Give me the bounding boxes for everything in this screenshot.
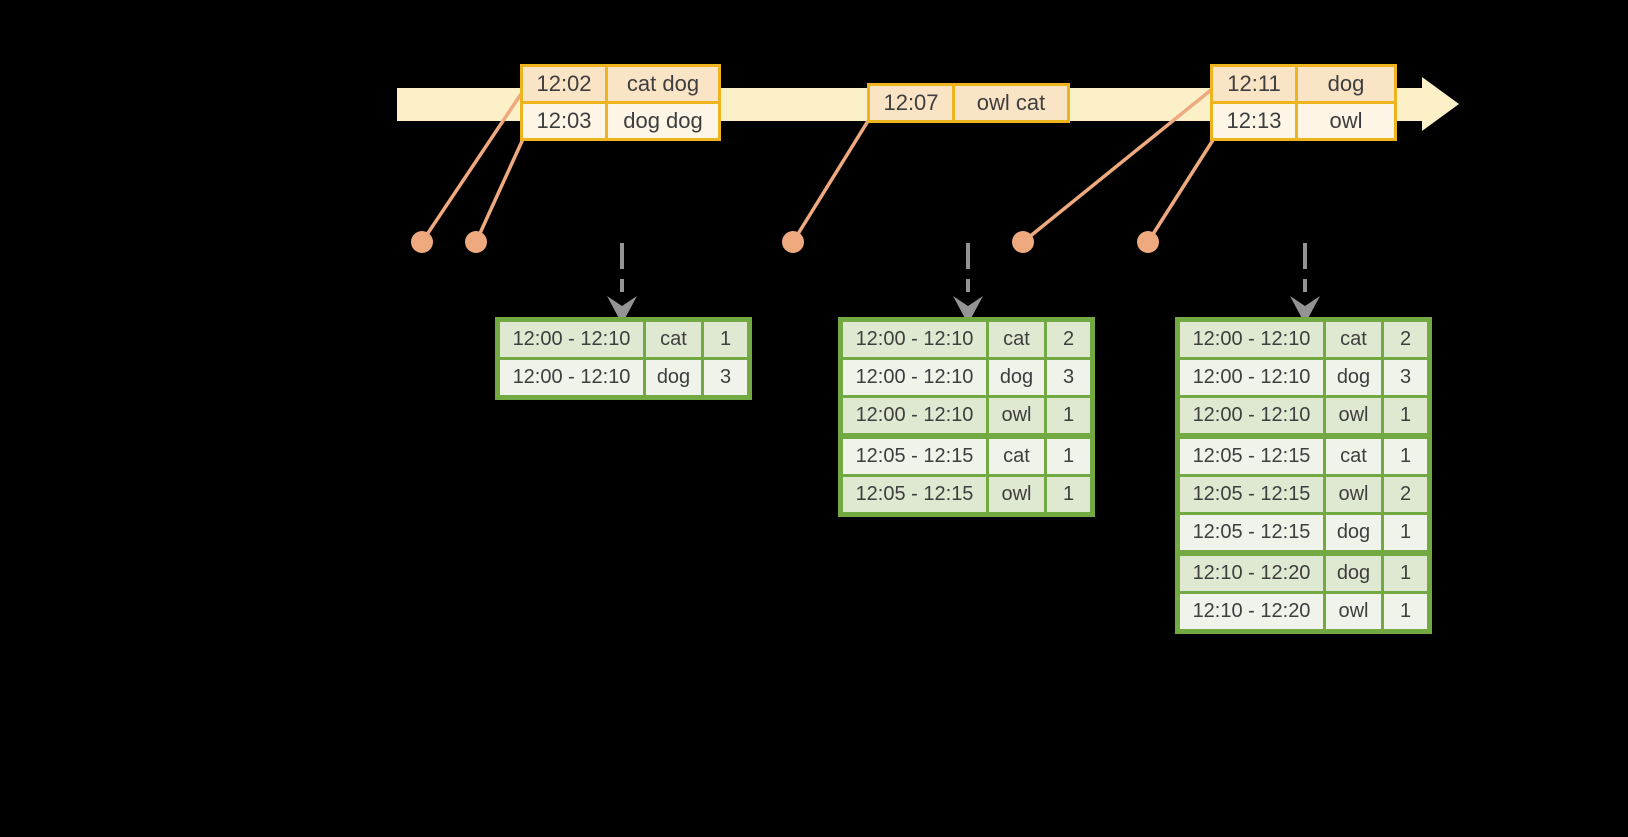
count-cell: 3 <box>1047 360 1090 395</box>
window-cell: 12:00 - 12:10 <box>500 360 643 395</box>
table-row: 12:00 - 12:10 cat 1 <box>500 322 747 357</box>
event-words: dog dog <box>608 104 718 138</box>
count-cell: 1 <box>1047 477 1090 512</box>
table-row: 12:05 - 12:15 cat 1 <box>1180 439 1427 474</box>
event-connector-line <box>474 138 525 243</box>
event-time: 12:02 <box>523 67 605 101</box>
window-cell: 12:05 - 12:15 <box>1180 515 1323 550</box>
window-cell: 12:00 - 12:10 <box>1180 322 1323 357</box>
event-table-1: 12:02 cat dog 12:03 dog dog <box>520 64 721 141</box>
event-time: 12:07 <box>870 86 952 120</box>
trigger-arrows <box>607 243 1320 324</box>
table-row: 12:00 - 12:10 dog 3 <box>500 360 747 395</box>
word-cell: dog <box>1326 360 1381 395</box>
window-cell: 12:00 - 12:10 <box>1180 360 1323 395</box>
table-row: 12:00 - 12:10 dog 3 <box>843 360 1090 395</box>
table-row: 12:00 - 12:10 dog 3 <box>1180 360 1427 395</box>
event-row: 12:02 cat dog <box>523 67 718 101</box>
table-row: 12:00 - 12:10 cat 2 <box>1180 322 1427 357</box>
event-row: 12:07 owl cat <box>870 86 1067 120</box>
word-cell: owl <box>989 398 1044 433</box>
word-cell: dog <box>646 360 701 395</box>
count-cell: 1 <box>1047 439 1090 474</box>
window-cell: 12:00 - 12:10 <box>843 398 986 433</box>
count-cell: 1 <box>1384 556 1427 591</box>
table-row: 12:05 - 12:15 owl 1 <box>843 477 1090 512</box>
table-row: 12:05 - 12:15 dog 1 <box>1180 515 1427 550</box>
table-row: 12:00 - 12:10 owl 1 <box>843 398 1090 433</box>
event-time: 12:11 <box>1213 67 1295 101</box>
word-cell: cat <box>989 439 1044 474</box>
table-row: 12:05 - 12:15 cat 1 <box>843 439 1090 474</box>
window-cell: 12:05 - 12:15 <box>1180 477 1323 512</box>
count-cell: 3 <box>704 360 747 395</box>
count-cell: 1 <box>1384 439 1427 474</box>
event-dot <box>465 231 487 253</box>
word-cell: dog <box>1326 515 1381 550</box>
count-cell: 3 <box>1384 360 1427 395</box>
count-cell: 2 <box>1047 322 1090 357</box>
window-cell: 12:00 - 12:10 <box>843 322 986 357</box>
count-cell: 1 <box>1384 515 1427 550</box>
event-words: dog <box>1298 67 1394 101</box>
word-cell: owl <box>989 477 1044 512</box>
event-connector-line <box>1146 139 1215 243</box>
event-table-3: 12:11 dog 12:13 owl <box>1210 64 1397 141</box>
event-marker-dots <box>411 231 1159 253</box>
table-row: 12:10 - 12:20 dog 1 <box>1180 556 1427 591</box>
word-cell: cat <box>646 322 701 357</box>
window-cell: 12:05 - 12:15 <box>1180 439 1323 474</box>
window-cell: 12:00 - 12:10 <box>1180 398 1323 433</box>
event-words: owl <box>1298 104 1394 138</box>
word-cell: owl <box>1326 594 1381 629</box>
event-row: 12:13 owl <box>1213 104 1394 138</box>
event-row: 12:03 dog dog <box>523 104 718 138</box>
word-cell: dog <box>989 360 1044 395</box>
timeline-arrowhead-icon <box>1422 77 1459 131</box>
result-table-2: 12:00 - 12:10 cat 2 12:00 - 12:10 dog 3 … <box>838 317 1095 517</box>
word-cell: cat <box>989 322 1044 357</box>
window-cell: 12:05 - 12:15 <box>843 439 986 474</box>
event-time: 12:13 <box>1213 104 1295 138</box>
event-time: 12:03 <box>523 104 605 138</box>
window-cell: 12:00 - 12:10 <box>843 360 986 395</box>
count-cell: 1 <box>1384 594 1427 629</box>
count-cell: 1 <box>1047 398 1090 433</box>
word-cell: cat <box>1326 322 1381 357</box>
result-table-1: 12:00 - 12:10 cat 1 12:00 - 12:10 dog 3 <box>495 317 752 400</box>
table-row: 12:05 - 12:15 owl 2 <box>1180 477 1427 512</box>
count-cell: 1 <box>704 322 747 357</box>
window-cell: 12:10 - 12:20 <box>1180 556 1323 591</box>
word-cell: dog <box>1326 556 1381 591</box>
event-row: 12:11 dog <box>1213 67 1394 101</box>
count-cell: 2 <box>1384 322 1427 357</box>
table-row: 12:00 - 12:10 cat 2 <box>843 322 1090 357</box>
word-cell: owl <box>1326 398 1381 433</box>
table-row: 12:10 - 12:20 owl 1 <box>1180 594 1427 629</box>
result-table-3: 12:00 - 12:10 cat 2 12:00 - 12:10 dog 3 … <box>1175 317 1432 634</box>
event-dot <box>411 231 433 253</box>
event-words: owl cat <box>955 86 1067 120</box>
window-cell: 12:05 - 12:15 <box>843 477 986 512</box>
event-connector-line <box>791 120 870 243</box>
window-cell: 12:10 - 12:20 <box>1180 594 1323 629</box>
table-row: 12:00 - 12:10 owl 1 <box>1180 398 1427 433</box>
word-cell: owl <box>1326 477 1381 512</box>
count-cell: 2 <box>1384 477 1427 512</box>
event-dot <box>1012 231 1034 253</box>
event-words: cat dog <box>608 67 718 101</box>
event-table-2: 12:07 owl cat <box>867 83 1070 123</box>
count-cell: 1 <box>1384 398 1427 433</box>
window-cell: 12:00 - 12:10 <box>500 322 643 357</box>
word-cell: cat <box>1326 439 1381 474</box>
event-dot <box>1137 231 1159 253</box>
event-dot <box>782 231 804 253</box>
